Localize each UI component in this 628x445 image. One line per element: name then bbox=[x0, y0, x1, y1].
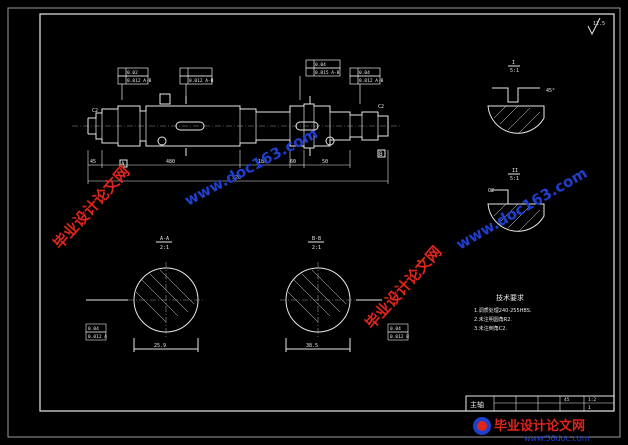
tolerance-frame-texts: 0.02 0.012 A-B 0.012 A-B 0.04 0.015 A-B … bbox=[127, 62, 384, 84]
svg-text:II: II bbox=[512, 168, 518, 174]
watermark-url: www.doc163.com bbox=[181, 124, 320, 209]
footer-cn: 毕业设计论文网 bbox=[494, 418, 585, 434]
svg-text:25.9: 25.9 bbox=[154, 343, 166, 349]
svg-text:0.012 A-B: 0.012 A-B bbox=[127, 78, 152, 84]
svg-text:0.012 A: 0.012 A bbox=[88, 334, 107, 340]
technical-requirements: 技术要求 1.调质处理240-255HBS. 2.未注明圆角R2. 3.未注倒角… bbox=[474, 293, 532, 332]
dim-45: 45 bbox=[90, 159, 96, 165]
watermark-cn: 毕业设计论文网 bbox=[50, 163, 134, 253]
svg-text:2:1: 2:1 bbox=[312, 245, 321, 251]
svg-text:0.04: 0.04 bbox=[315, 62, 326, 68]
footer-watermark: 毕业设计论文网 www.56doc.com bbox=[473, 417, 590, 443]
svg-text:45°: 45° bbox=[546, 88, 555, 94]
tech-req-title: 技术要求 bbox=[496, 293, 524, 302]
part-name: 主轴 bbox=[470, 400, 484, 409]
datum-b: B bbox=[377, 149, 386, 158]
tech-req-item: 3.未注倒角C2. bbox=[474, 325, 507, 332]
svg-text:0.012 A-B: 0.012 A-B bbox=[359, 78, 384, 84]
outer-border bbox=[7, 7, 621, 438]
roughness-symbol: 12.5 bbox=[587, 17, 605, 36]
svg-text:B-B: B-B bbox=[312, 236, 321, 242]
footer-url: www.56doc.com bbox=[524, 434, 590, 443]
tech-req-item: 1.调质处理240-255HBS. bbox=[474, 307, 532, 314]
svg-text:C2: C2 bbox=[488, 188, 494, 194]
section-a-a: A-A 2:1 25.9 0.04 0.012 A bbox=[85, 236, 204, 352]
scale: 1:2 bbox=[588, 397, 596, 403]
svg-text:2:1: 2:1 bbox=[160, 245, 169, 251]
svg-text:0.015 A-B: 0.015 A-B bbox=[315, 70, 340, 76]
svg-text:0.02: 0.02 bbox=[127, 70, 138, 76]
datum-a: A bbox=[119, 159, 128, 168]
svg-text:5:1: 5:1 bbox=[510, 176, 519, 182]
svg-text:I: I bbox=[512, 60, 515, 66]
svg-text:5:1: 5:1 bbox=[510, 68, 519, 74]
dim-480: 480 bbox=[166, 159, 175, 165]
svg-text:C2: C2 bbox=[378, 104, 384, 110]
tolerance-frames bbox=[117, 59, 381, 104]
detail-view-ii: II 5:1 C2 bbox=[487, 168, 545, 233]
svg-text:A: A bbox=[121, 161, 125, 168]
svg-text:38.5: 38.5 bbox=[306, 343, 318, 349]
inner-border bbox=[39, 13, 615, 412]
tech-req-item: 2.未注明圆角R2. bbox=[474, 316, 512, 323]
dim-50: 50 bbox=[322, 159, 328, 165]
dim-180: 180 bbox=[258, 159, 267, 165]
material: 45 bbox=[564, 397, 570, 403]
svg-text:B: B bbox=[379, 151, 383, 158]
svg-text:0.012 B: 0.012 B bbox=[390, 334, 409, 340]
svg-text:0.04: 0.04 bbox=[88, 326, 99, 332]
quantity: 1 bbox=[588, 405, 591, 411]
svg-text:0.012 A-B: 0.012 A-B bbox=[189, 78, 214, 84]
dim-920: 920 bbox=[232, 175, 241, 181]
watermark-cn: 毕业设计论文网 bbox=[362, 243, 446, 333]
title-block: 主轴 45 1:2 1 bbox=[465, 395, 615, 412]
svg-text:A-A: A-A bbox=[160, 236, 169, 242]
watermark-url: www.doc163.com bbox=[453, 164, 590, 254]
svg-text:0.04: 0.04 bbox=[359, 70, 370, 76]
svg-text:12.5: 12.5 bbox=[593, 21, 605, 27]
section-b-b: B-B 2:1 38.5 0.04 0.012 B bbox=[280, 236, 409, 352]
shaft-dimensions: 45 480 180 60 50 920 bbox=[87, 150, 389, 184]
dim-60: 60 bbox=[290, 159, 296, 165]
shaft-main-view: A B C2 C2 bbox=[72, 93, 402, 168]
svg-text:C2: C2 bbox=[92, 108, 98, 114]
svg-text:0.04: 0.04 bbox=[390, 326, 401, 332]
detail-view-i: I 5:1 45° bbox=[487, 60, 555, 135]
